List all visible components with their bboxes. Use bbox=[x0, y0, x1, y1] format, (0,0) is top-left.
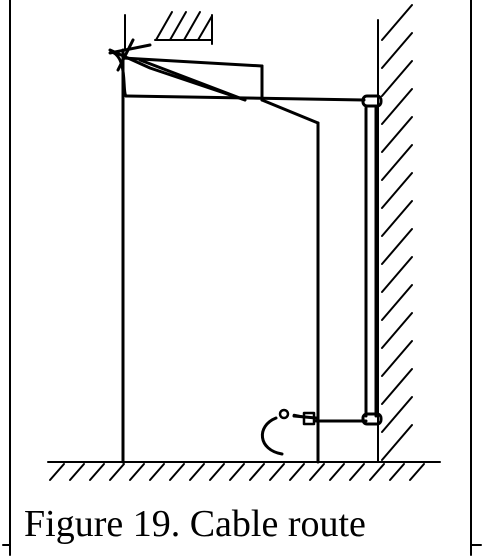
cable-path bbox=[108, 38, 378, 456]
cabinet-outline bbox=[121, 48, 320, 464]
right-wall bbox=[377, 4, 413, 463]
ceiling-hatch bbox=[124, 11, 213, 51]
floor-hatch bbox=[47, 461, 441, 481]
upper-cable-clamp bbox=[361, 94, 383, 108]
figure-caption: Figure 19. Cable route bbox=[24, 503, 366, 545]
lower-cable-clamp bbox=[361, 412, 383, 426]
cable-connector bbox=[278, 408, 316, 426]
wall-clamps bbox=[361, 94, 383, 426]
